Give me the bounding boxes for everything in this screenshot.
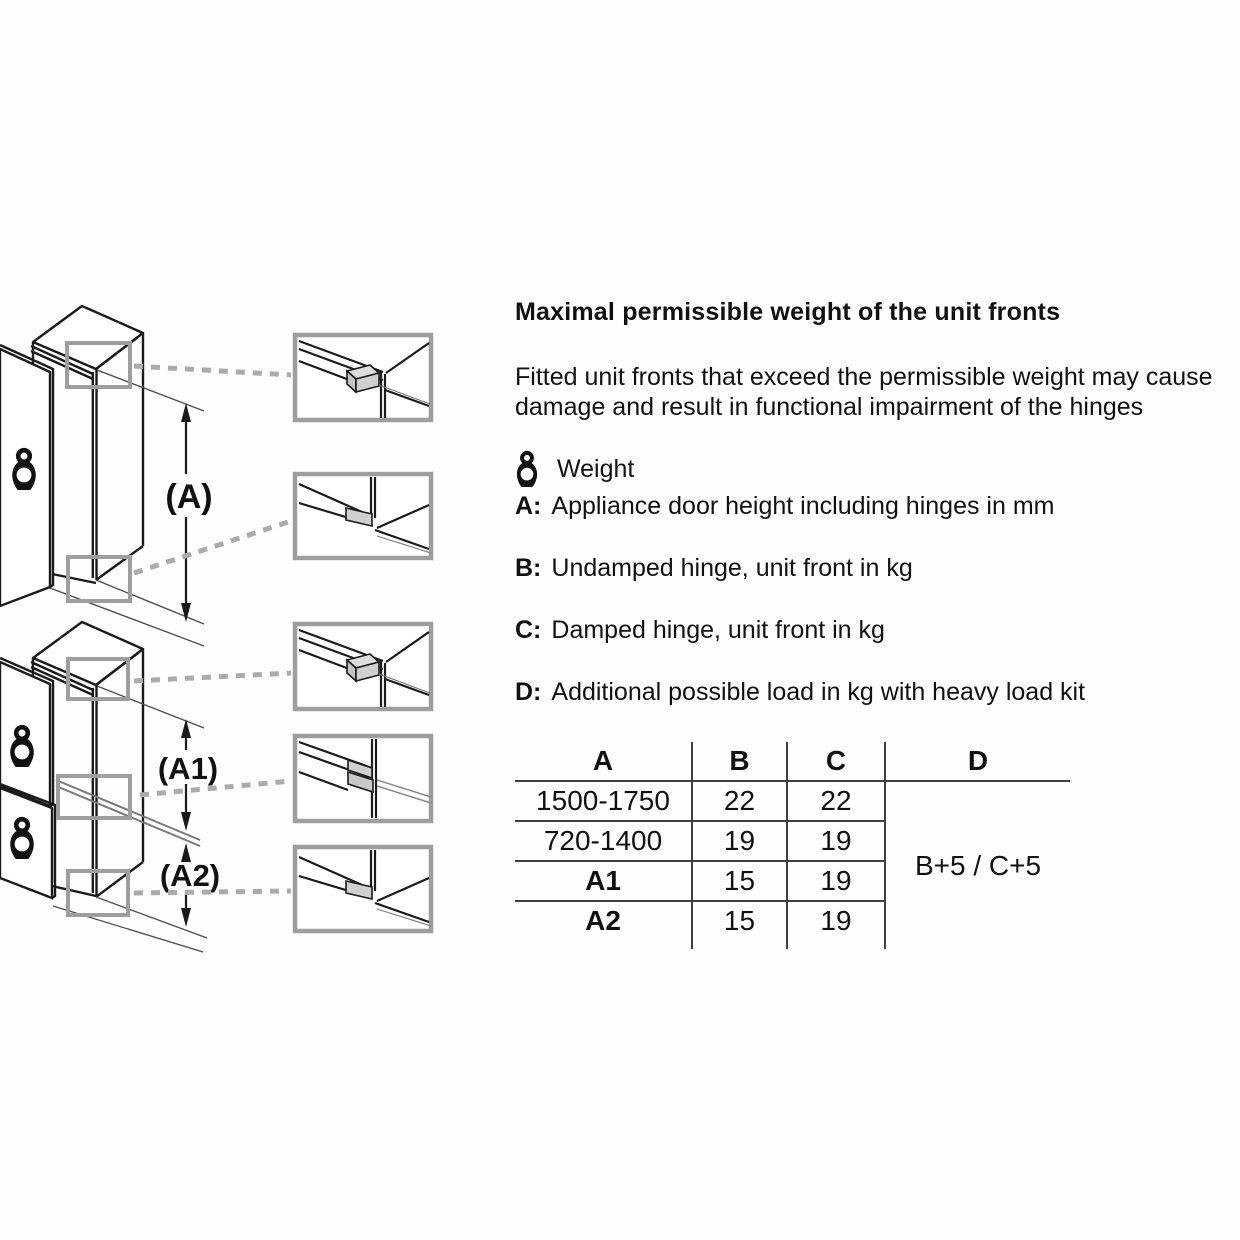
- dimension-a2: (A2): [160, 843, 220, 927]
- table-spacer-row: [515, 940, 1070, 949]
- dashed-connector: [133, 670, 292, 684]
- weight-table: A B C D 1500-1750 22 22 B+5 / C+5 720-14…: [515, 742, 1070, 949]
- page-title: Maximal permissible weight of the unit f…: [515, 298, 1061, 326]
- cell-a: A1: [515, 861, 692, 902]
- dimension-a: (A): [165, 403, 213, 622]
- detail-box-top-hinge: [292, 332, 434, 423]
- legend-text: Additional possible load in kg with heav…: [551, 677, 1086, 706]
- upper-cabinet-diagram: (A): [0, 304, 434, 647]
- installation-diagram: (A): [0, 304, 434, 953]
- table-row: 1500-1750 22 22 B+5 / C+5: [515, 781, 1070, 949]
- detail-box-bottom-hinge: [292, 471, 434, 561]
- hinge-block: [345, 653, 381, 683]
- hinge-block: [345, 506, 373, 528]
- dashed-connector: [139, 778, 292, 798]
- table-row: 720-1400 19 19: [515, 821, 1070, 862]
- col-header-a: A: [515, 742, 692, 782]
- legend-item-d: D: Additional possible load in kg with h…: [515, 675, 1085, 709]
- cell-c: 19: [786, 861, 885, 902]
- highlight-bottom-hinge: [66, 869, 130, 917]
- highlight-top-hinge: [65, 341, 132, 389]
- legend-text: Undamped hinge, unit front in kg: [551, 553, 913, 582]
- hinge-block: [347, 758, 374, 794]
- cell-a: A2: [585, 905, 621, 936]
- cell-c: 22: [786, 781, 885, 822]
- legend-weight: Weight: [515, 452, 634, 486]
- col-header-b: B: [691, 742, 787, 782]
- col-header-c: C: [786, 742, 885, 782]
- dashed-connector: [133, 363, 292, 378]
- legend-key: A:: [515, 491, 542, 520]
- legend-key: B:: [515, 553, 542, 582]
- legend-item-b: B: Undamped hinge, unit front in kg: [515, 551, 913, 585]
- cell-a: 720-1400: [515, 821, 692, 862]
- cell-b: 15: [691, 861, 787, 902]
- dashed-connector: [133, 518, 292, 576]
- cell-a: 1500-1750: [515, 781, 692, 822]
- table-row: A1 15 19: [515, 861, 1070, 902]
- intro-paragraph: Fitted unit fronts that exceed the permi…: [515, 363, 1213, 421]
- cell-c: 19: [786, 901, 885, 940]
- legend-text: Appliance door height including hinges i…: [551, 491, 1055, 520]
- legend-item-c: C: Damped hinge, unit front in kg: [515, 613, 885, 647]
- dimension-a1: (A1): [158, 719, 218, 831]
- highlight-top-hinge: [66, 657, 130, 701]
- lower-cabinet-diagram: (A1) (A2): [0, 620, 434, 953]
- highlight-middle-hinge: [56, 774, 132, 820]
- cabinet-outline: [30, 304, 145, 585]
- cell-b: 15: [691, 901, 787, 940]
- legend-key: C:: [515, 615, 542, 644]
- legend-text: Damped hinge, unit front in kg: [551, 615, 885, 644]
- legend-item-a: A: Appliance door height including hinge…: [515, 489, 1054, 523]
- cabinet-outline: [30, 620, 145, 898]
- hinge-block: [345, 879, 373, 901]
- detail-box-middle-hinge: [292, 733, 434, 824]
- hinge-block: [345, 364, 381, 394]
- weight-icon: [515, 450, 543, 488]
- dimension-a-label: (A): [165, 478, 212, 516]
- table-row: A2 15 19: [515, 901, 1070, 940]
- cell-c: 19: [786, 821, 885, 862]
- cell-d-span: B+5 / C+5: [884, 781, 1070, 949]
- legend-weight-label: Weight: [557, 454, 635, 483]
- table-header-row: A B C D: [515, 742, 1070, 782]
- cell-b: 19: [691, 821, 787, 862]
- detail-box-top-hinge: [292, 621, 434, 712]
- cell-b: 22: [691, 781, 787, 822]
- detail-box-bottom-hinge: [292, 844, 434, 934]
- dimension-a2-label: (A2): [160, 858, 220, 893]
- highlight-bottom-hinge: [66, 555, 132, 603]
- legend-key: D:: [515, 677, 542, 706]
- col-header-d: D: [884, 742, 1070, 782]
- dimension-a1-label: (A1): [158, 751, 218, 786]
